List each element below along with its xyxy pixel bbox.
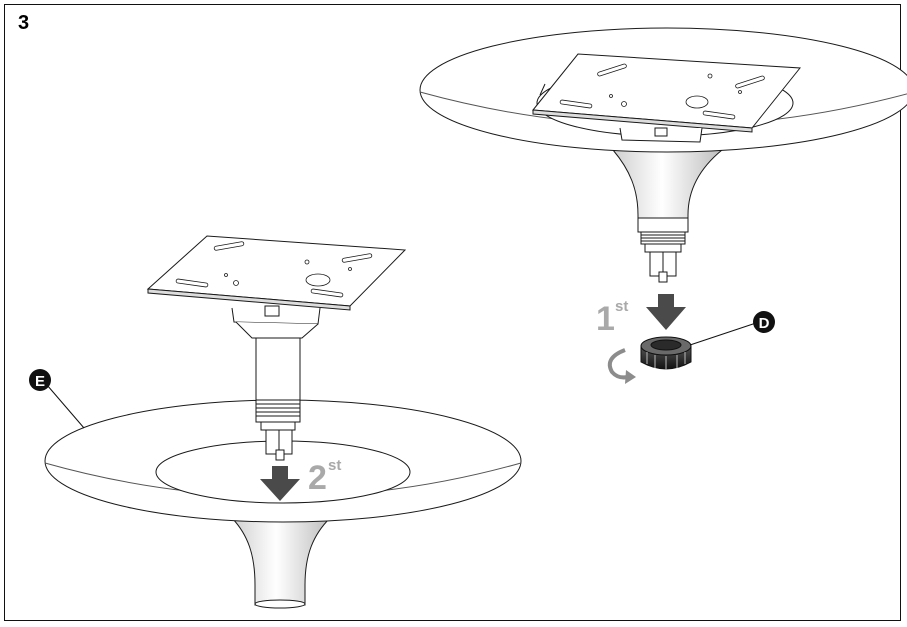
cone-neck-left bbox=[230, 517, 332, 606]
sequence-suffix-first: st bbox=[615, 298, 628, 315]
step-number: 3 bbox=[18, 12, 30, 34]
arrow-first-down bbox=[646, 294, 686, 330]
callout-e: E bbox=[29, 369, 85, 429]
callout-d: D bbox=[689, 311, 775, 346]
plate-slots-right bbox=[559, 63, 765, 120]
plate-slots-left bbox=[175, 241, 373, 298]
rotate-arrow-icon bbox=[607, 348, 636, 384]
callout-d-label: D bbox=[759, 315, 770, 332]
sequence-suffix-second: st bbox=[328, 457, 341, 474]
sequence-number-second: 2 bbox=[308, 459, 327, 497]
sequence-label-second: 2 st bbox=[308, 457, 341, 497]
plate-assembly-left bbox=[146, 235, 407, 461]
callout-e-label: E bbox=[35, 373, 45, 390]
stem-tube-left bbox=[255, 337, 301, 401]
arrow-second-down bbox=[260, 466, 300, 501]
sequence-label-first: 1 st bbox=[596, 298, 628, 338]
threaded-stem-right bbox=[640, 231, 686, 283]
threaded-stem-left bbox=[255, 399, 301, 461]
neck-ring-right bbox=[637, 217, 689, 233]
nut-part-d bbox=[640, 336, 692, 370]
luminaire-right bbox=[419, 27, 907, 283]
sequence-number-first: 1 bbox=[596, 300, 615, 338]
